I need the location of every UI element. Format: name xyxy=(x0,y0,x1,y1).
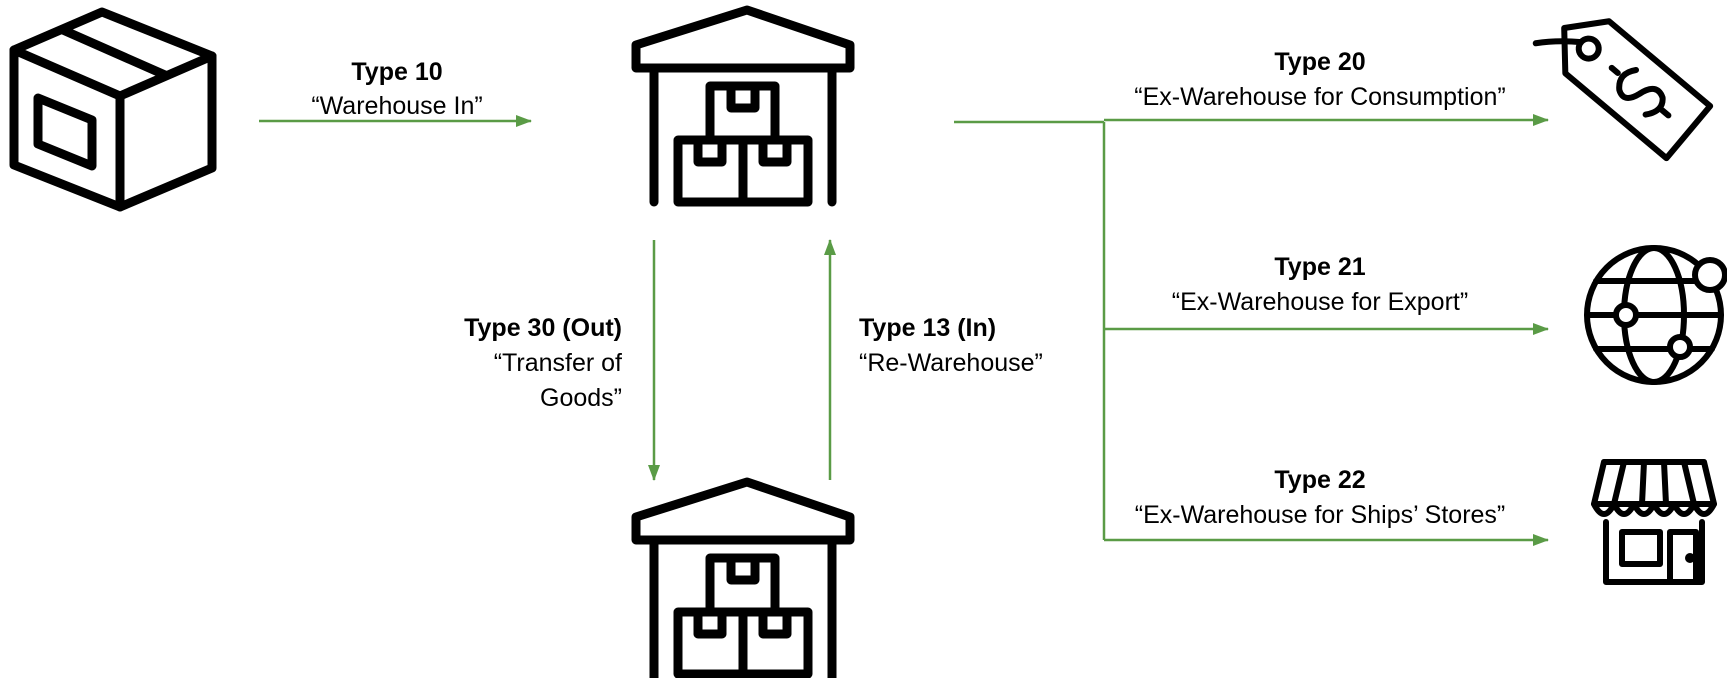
type22-title: Type 22 xyxy=(1274,466,1365,494)
price-tag-icon xyxy=(1532,18,1714,162)
type20-desc: “Ex-Warehouse for Consumption” xyxy=(1134,83,1505,111)
warehouse-icon xyxy=(631,477,855,678)
type13-title: Type 13 (In) xyxy=(859,314,996,342)
package-box-icon xyxy=(9,7,217,212)
type20-title: Type 20 xyxy=(1274,48,1365,76)
type22-desc: “Ex-Warehouse for Ships’ Stores” xyxy=(1135,501,1506,529)
type30-desc-line2: Goods” xyxy=(540,384,622,412)
globe-icon xyxy=(1584,245,1727,385)
type30-desc-line1: “Transfer of xyxy=(494,349,622,377)
type21-title: Type 21 xyxy=(1274,253,1365,281)
type21-desc: “Ex-Warehouse for Export” xyxy=(1172,288,1468,316)
warehouse-icon xyxy=(631,5,855,207)
storefront-icon xyxy=(1591,459,1717,585)
type30-title: Type 30 (Out) xyxy=(464,314,622,342)
type10-title: Type 10 xyxy=(351,58,442,86)
type13-desc: “Re-Warehouse” xyxy=(859,349,1043,377)
type10-desc: “Warehouse In” xyxy=(311,92,482,120)
